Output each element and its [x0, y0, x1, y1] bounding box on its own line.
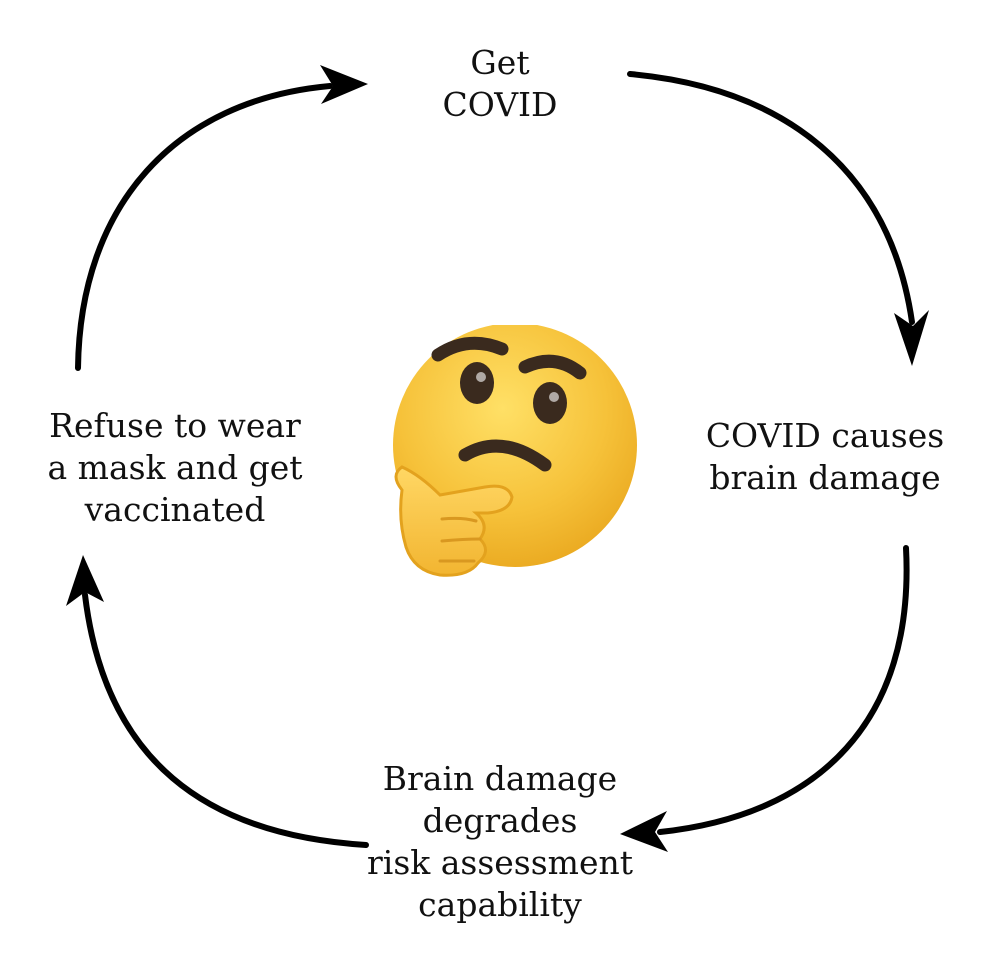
arrow-right-bottom	[620, 545, 910, 852]
node-line: brain damage	[709, 458, 941, 497]
node-get-covid: Get COVID	[380, 42, 620, 126]
node-line: Refuse to wear	[49, 406, 301, 445]
arrow-top-right	[627, 71, 929, 366]
node-degrades-risk: Brain damage degrades risk assessment ca…	[360, 758, 640, 926]
arrow-bottom-left	[66, 555, 369, 848]
node-line: vaccinated	[84, 490, 266, 529]
node-line: COVID causes	[705, 416, 945, 455]
node-line: COVID	[442, 85, 558, 124]
node-refuse-mask: Refuse to wear a mask and get vaccinated	[40, 405, 310, 531]
node-line: degrades	[422, 801, 578, 840]
node-line: capability	[418, 885, 582, 924]
node-brain-damage: COVID causes brain damage	[690, 415, 960, 499]
node-line: a mask and get	[47, 448, 303, 487]
thinking-face-icon	[380, 323, 640, 585]
node-line: Get	[470, 43, 530, 82]
node-line: Brain damage	[382, 759, 618, 798]
arrow-left-top	[75, 65, 368, 371]
node-line: risk assessment	[366, 843, 634, 882]
